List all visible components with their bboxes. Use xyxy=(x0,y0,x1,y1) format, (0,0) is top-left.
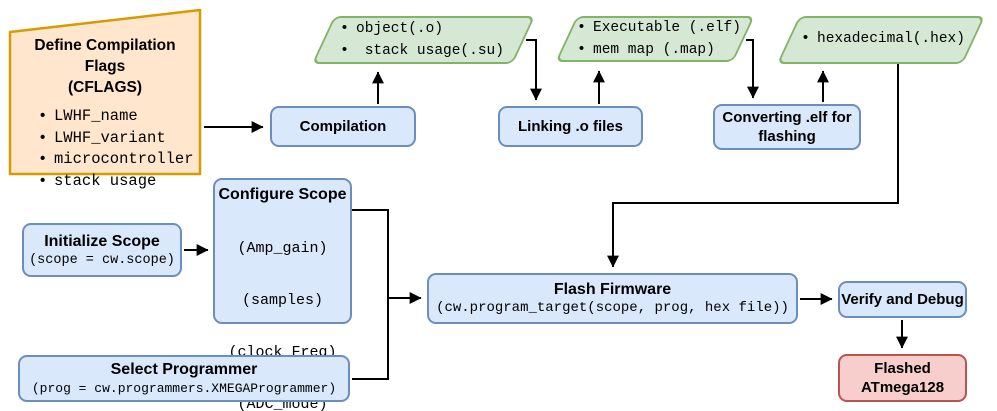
conn-hex-to-flash xyxy=(607,64,899,268)
flash-firmware-title: Flash Firmware xyxy=(553,281,672,298)
flashed-label: Flashed ATmega128 xyxy=(860,360,945,396)
select-programmer-title: Select Programmer xyxy=(110,361,258,378)
node-flashed-atmega128: Flashed ATmega128 xyxy=(838,354,967,402)
node-linking: Linking .o files xyxy=(498,106,643,147)
node-verify-debug: Verify and Debug xyxy=(838,281,967,318)
conn-configure-to-flash xyxy=(352,209,422,304)
cflags-bullet: LWHF_name xyxy=(38,106,202,128)
object-files-list: object(.o) stack usage(.su) xyxy=(310,18,537,62)
scope-param: (Amp_gain) xyxy=(237,239,328,257)
initialize-scope-code: (scope = cw.scope) xyxy=(29,252,175,268)
compilation-label: Compilation xyxy=(299,118,387,135)
linking-label: Linking .o files xyxy=(517,118,623,135)
artifact-bullet: Executable (.elf) xyxy=(577,17,757,39)
artifact-bullet: object(.o) xyxy=(340,18,537,40)
node-select-programmer: Select Programmer (prog = cw.programmers… xyxy=(18,355,350,402)
artifact-bullet: mem map (.map) xyxy=(577,39,757,61)
node-configure-scope: Configure Scope (Amp_gain) (samples) (cl… xyxy=(213,178,352,411)
hex-files-list: hexadecimal(.hex) xyxy=(775,28,987,50)
cflags-title-text: Define Compilation Flags xyxy=(34,37,176,75)
node-executable-files: Executable (.elf) mem map (.map) xyxy=(553,15,757,63)
node-compilation: Compilation xyxy=(270,106,416,147)
configure-scope-title: Configure Scope xyxy=(218,186,347,203)
converting-label: Converting .elf for flashing xyxy=(722,109,852,145)
node-flash-firmware: Flash Firmware (cw.program_target(scope,… xyxy=(427,273,798,324)
node-define-compilation-flags: Define Compilation Flags (CFLAGS) LWHF_n… xyxy=(8,8,202,192)
cflags-title: Define Compilation Flags (CFLAGS) xyxy=(8,35,202,98)
cflags-bullet: LWHF_variant xyxy=(38,128,202,150)
scope-param: (samples) xyxy=(241,292,323,310)
cflags-bullet: microcontroller xyxy=(38,149,202,171)
verify-debug-label: Verify and Debug xyxy=(841,291,964,308)
node-initialize-scope: Initialize Scope (scope = cw.scope) xyxy=(22,223,182,277)
cflags-subtitle-text: (CFLAGS) xyxy=(67,79,143,96)
select-programmer-code: (prog = cw.programmers.XMEGAProgrammer) xyxy=(31,381,337,396)
initialize-scope-title: Initialize Scope xyxy=(44,232,160,250)
executable-files-list: Executable (.elf) mem map (.map) xyxy=(553,17,757,61)
artifact-bullet: stack usage(.su) xyxy=(340,40,537,62)
conn-select-to-flash xyxy=(352,299,389,380)
flash-firmware-code: (cw.program_target(scope, prog, hex file… xyxy=(436,300,789,316)
node-object-files: object(.o) stack usage(.su) xyxy=(310,15,537,65)
node-converting: Converting .elf for flashing xyxy=(713,104,861,150)
node-hex-files: hexadecimal(.hex) xyxy=(775,15,987,65)
cflags-bullet: stack usage xyxy=(38,171,202,193)
cflags-bullet-list: LWHF_name LWHF_variant microcontroller s… xyxy=(8,106,202,192)
cflags-content: Define Compilation Flags (CFLAGS) LWHF_n… xyxy=(8,8,202,192)
artifact-bullet: hexadecimal(.hex) xyxy=(801,28,987,50)
